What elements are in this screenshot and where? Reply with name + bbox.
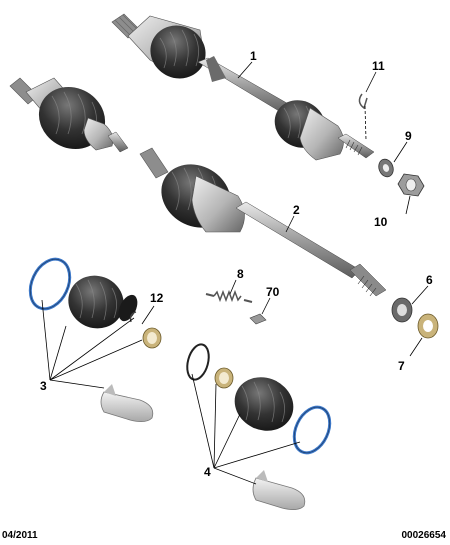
drive-shaft-lower	[139, 147, 387, 297]
boot-kit-outer	[28, 257, 162, 422]
footer-reference-number: 00026654	[401, 530, 447, 541]
spring-clip	[205, 289, 253, 303]
callout-12: 12	[150, 291, 164, 305]
callout-11: 11	[372, 59, 385, 73]
retaining-pin	[249, 313, 267, 325]
bearing	[391, 297, 413, 323]
footer-date: 04/2011	[2, 530, 38, 541]
castellated-nut	[397, 173, 425, 197]
callout-4: 4	[204, 465, 211, 479]
callout-9: 9	[405, 129, 412, 143]
drive-shaft-upper	[111, 13, 375, 161]
callout-6: 6	[426, 273, 433, 287]
callout-7: 7	[398, 359, 405, 373]
callout-1: 1	[250, 49, 257, 63]
cotter-pin	[358, 93, 368, 141]
boot-kit-inner	[186, 343, 332, 510]
drive-shaft-inner-joint	[9, 77, 129, 153]
callout-70: 70	[266, 285, 280, 299]
callout-3: 3	[40, 379, 47, 393]
washer	[378, 158, 394, 178]
leader-lines	[41, 61, 429, 485]
callout-2: 2	[293, 203, 300, 217]
seal-ring	[417, 313, 439, 339]
callout-8: 8	[237, 267, 244, 281]
callout-10: 10	[374, 215, 388, 229]
